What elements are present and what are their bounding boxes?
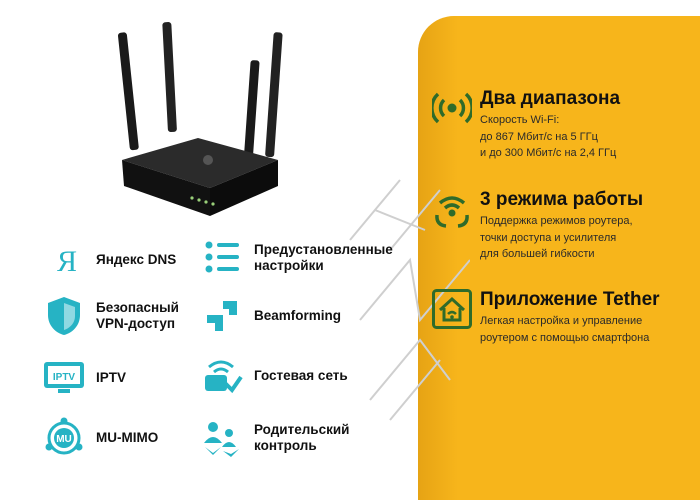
iptv-icon: IPTV (40, 354, 88, 402)
preset-list-icon (198, 234, 246, 282)
router-image (117, 22, 283, 216)
wifi-broadcast-icon (432, 92, 472, 124)
highlight-description: Скорость Wi-Fi: до 867 Мбит/с на 5 ГГц и… (480, 114, 617, 159)
feature-vpn: Безопасный VPN-доступ (40, 292, 179, 340)
highlight-title: Приложение Tether (480, 289, 660, 310)
tether-home-icon (432, 289, 472, 329)
feature-mu-mimo: MU MU-MIMO (40, 414, 158, 462)
signal-modes-icon (435, 196, 469, 228)
mu-mimo-icon: MU (40, 414, 88, 462)
feature-guest-network: Гостевая сеть (198, 352, 348, 400)
feature-presets: Предустановленные настройки (198, 234, 393, 282)
highlight-description: Поддержка режимов роутера, точки доступа… (480, 215, 633, 260)
svg-text:MU: MU (56, 434, 72, 445)
feature-parental-control: Родительский контроль (198, 414, 349, 462)
svg-text:IPTV: IPTV (53, 372, 76, 383)
highlight-description: Легкая настройка и управление роутером с… (480, 315, 650, 344)
vpn-shield-icon (40, 292, 88, 340)
feature-iptv: IPTV IPTV (40, 354, 126, 402)
guest-network-icon (198, 352, 246, 400)
yandex-icon: Я (40, 236, 88, 284)
highlight-title: Два диапазона (480, 88, 621, 109)
highlight-title: 3 режима работы (480, 189, 644, 210)
beamforming-icon (198, 292, 246, 340)
feature-yandex-dns: Я Яндекс DNS (40, 236, 176, 284)
parental-control-icon (198, 414, 246, 462)
feature-beamforming: Beamforming (198, 292, 341, 340)
svg-text:Я: Я (57, 245, 77, 277)
